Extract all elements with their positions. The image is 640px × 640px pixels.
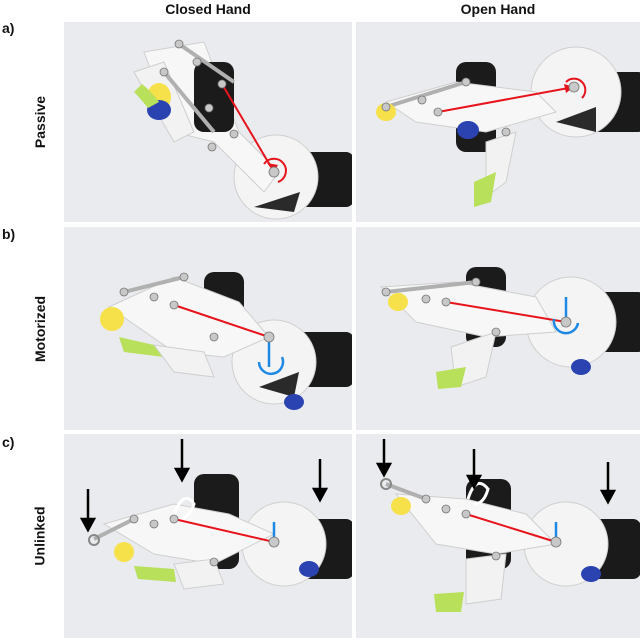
row-letter-b: b) bbox=[2, 226, 16, 242]
photo-unlinked-open bbox=[356, 434, 640, 638]
column-header-closed: Closed Hand bbox=[165, 1, 251, 17]
gripper-illustration bbox=[133, 39, 352, 220]
photo-passive-open bbox=[356, 22, 640, 222]
photo-motorized-open bbox=[356, 227, 640, 430]
row-label-unlinked-text: Unlinked bbox=[32, 506, 48, 566]
gripper-illustration bbox=[100, 272, 352, 410]
photo-unlinked-closed bbox=[64, 434, 352, 638]
row-label-passive: Passive bbox=[18, 22, 62, 222]
row-label-passive-text: Passive bbox=[32, 95, 49, 149]
photo-passive-closed bbox=[64, 22, 352, 222]
row-label-unlinked: Unlinked bbox=[18, 434, 62, 638]
photo-motorized-closed bbox=[64, 227, 352, 430]
row-letter-a: a) bbox=[2, 20, 15, 36]
row-label-motorized: Motorized bbox=[18, 227, 62, 430]
gripper-illustration bbox=[79, 439, 352, 590]
gripper-illustration bbox=[379, 267, 640, 389]
gripper-illustration bbox=[376, 46, 640, 207]
gripper-illustration bbox=[375, 439, 640, 612]
column-header-open: Open Hand bbox=[460, 1, 536, 17]
row-letter-c: c) bbox=[2, 434, 15, 450]
row-label-motorized-text: Motorized bbox=[32, 295, 49, 362]
